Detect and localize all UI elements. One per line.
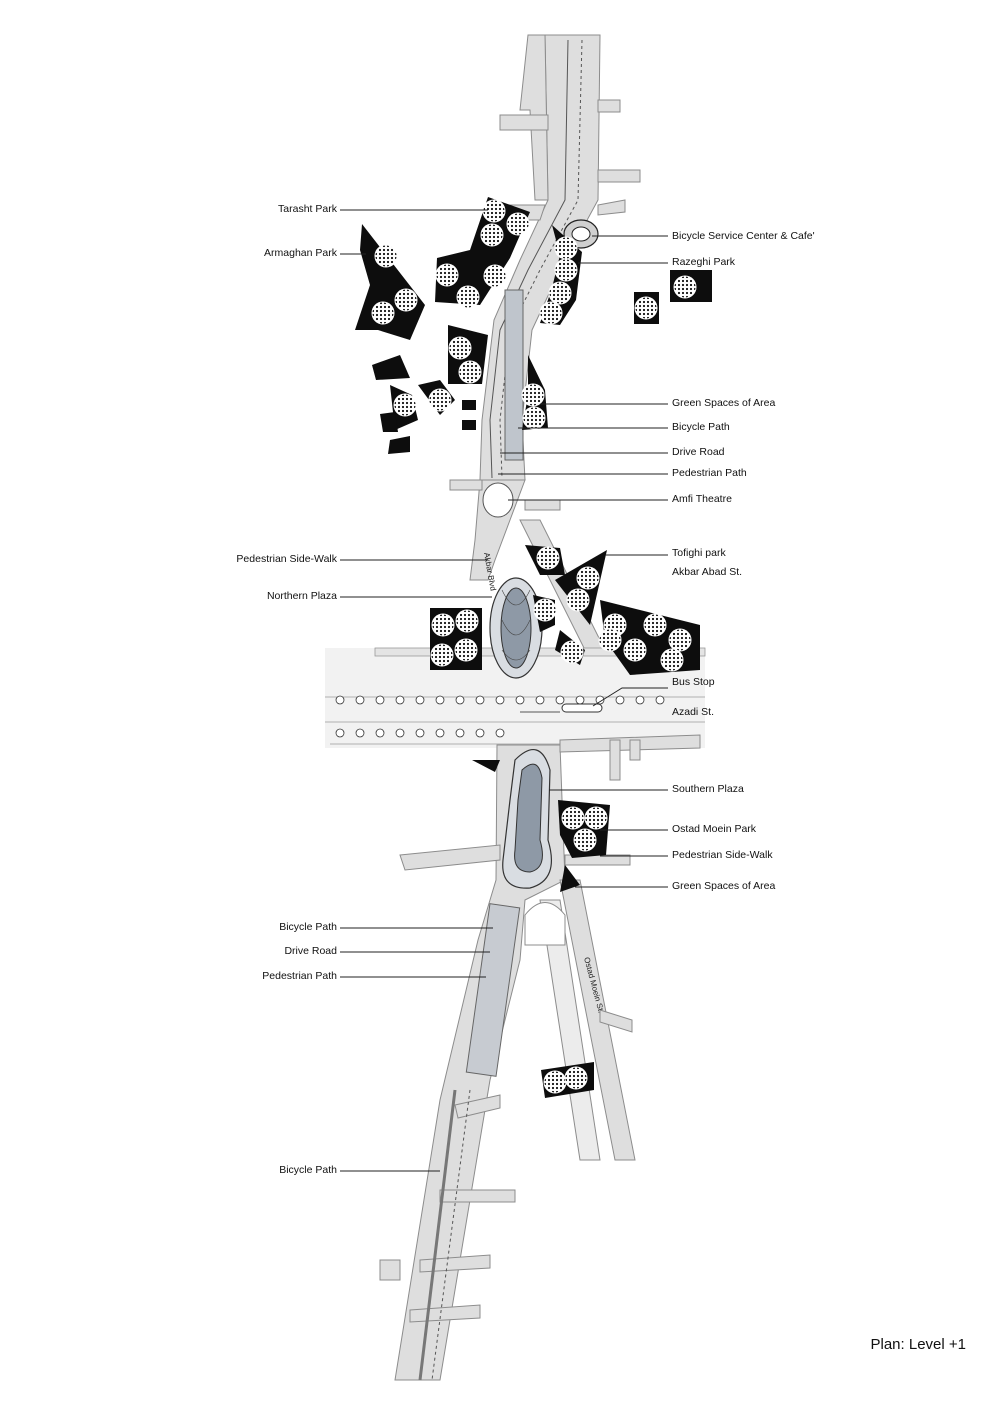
label-green-spaces-south: Green Spaces of Area bbox=[672, 880, 776, 892]
southern-plaza-shape bbox=[502, 749, 552, 889]
label-bicycle-service-center: Bicycle Service Center & Cafe' bbox=[672, 230, 815, 242]
label-bus-stop: Bus Stop bbox=[672, 676, 715, 688]
plan-title: Plan: Level +1 bbox=[870, 1336, 967, 1353]
label-pedestrian-path-south: Pedestrian Path bbox=[262, 970, 337, 982]
label-pedestrian-side-walk-south: Pedestrian Side-Walk bbox=[672, 849, 773, 861]
label-northern-plaza: Northern Plaza bbox=[266, 590, 337, 602]
label-bicycle-path-north: Bicycle Path bbox=[672, 421, 730, 433]
label-pedestrian-side-walk-north: Pedestrian Side-Walk bbox=[236, 553, 337, 565]
label-akbar-abad-st: Akbar Abad St. bbox=[672, 566, 743, 578]
label-drive-road-south: Drive Road bbox=[284, 945, 337, 957]
label-bicycle-path-bottom: Bicycle Path bbox=[279, 1164, 337, 1176]
label-ostad-moein-park: Ostad Moein Park bbox=[672, 823, 757, 835]
label-bicycle-path-south: Bicycle Path bbox=[279, 921, 337, 933]
label-tarasht-park: Tarasht Park bbox=[278, 203, 337, 215]
northern-path-stripes bbox=[489, 39, 583, 479]
northern-plaza-shape bbox=[489, 577, 543, 679]
label-southern-plaza: Southern Plaza bbox=[672, 783, 744, 795]
southern-path-stripes bbox=[418, 903, 521, 1381]
label-pedestrian-path-north: Pedestrian Path bbox=[672, 467, 747, 479]
label-armaghan-park: Armaghan Park bbox=[264, 247, 337, 259]
label-drive-road-north: Drive Road bbox=[672, 446, 725, 458]
label-amfi-theatre: Amfi Theatre bbox=[672, 493, 732, 505]
label-tofighi-park: Tofighi park bbox=[672, 547, 726, 559]
leader-lines bbox=[340, 209, 668, 1172]
label-green-spaces-north: Green Spaces of Area bbox=[672, 397, 776, 409]
label-razeghi-park: Razeghi Park bbox=[672, 256, 736, 268]
label-azadi-st: Azadi St. bbox=[672, 706, 715, 718]
